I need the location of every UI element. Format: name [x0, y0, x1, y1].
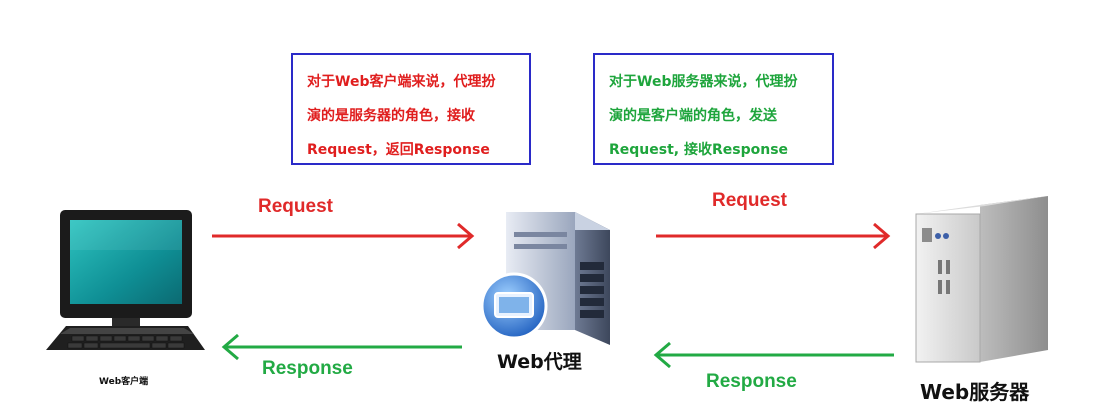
arrow-proxy-to-server — [656, 222, 891, 250]
arrow-proxy-to-client — [221, 333, 462, 361]
server-perspective-note: 对于Web服务器来说，代理扮 演的是客户端的角色，发送 Request, 接收R… — [593, 53, 834, 165]
request-label-client-proxy: Request — [258, 196, 333, 217]
arrow-client-to-proxy — [212, 222, 475, 250]
request-label-proxy-server: Request — [712, 190, 787, 211]
client-caption: Web客户端 — [99, 377, 149, 387]
proxy-caption: Web代理 — [497, 351, 582, 373]
client-note-line-2: 演的是服务器的角色，接收 — [307, 108, 475, 124]
web-server-icon — [915, 196, 1048, 363]
server-note-line-1: 对于Web服务器来说，代理扮 — [609, 74, 798, 90]
proxy-server-icon — [480, 212, 610, 345]
client-note-line-1: 对于Web客户端来说，代理扮 — [307, 74, 496, 90]
arrow-server-to-proxy — [653, 341, 894, 369]
server-note-line-2: 演的是客户端的角色，发送 — [609, 108, 777, 124]
client-computer-icon — [46, 210, 205, 350]
response-label-proxy-client: Response — [262, 358, 353, 379]
server-note-line-3: Request, 接收Response — [609, 142, 789, 158]
client-note-line-3: Request，返回Response — [307, 142, 490, 158]
response-label-server-proxy: Response — [706, 371, 797, 392]
client-perspective-note: 对于Web客户端来说，代理扮 演的是服务器的角色，接收 Request，返回Re… — [291, 53, 531, 165]
server-caption: Web服务器 — [920, 380, 1030, 404]
